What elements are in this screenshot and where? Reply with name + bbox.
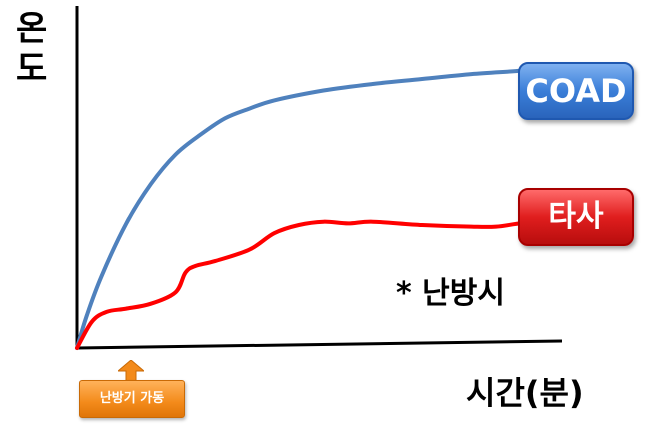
y-axis-label-char-1: 온 (16, 9, 48, 49)
chart-series-lines (75, 67, 543, 350)
series-label-other: 타사 (518, 188, 634, 246)
x-axis-line (76, 339, 563, 350)
y-axis-label-char-2: 도 (16, 49, 48, 89)
chart-axes (75, 6, 563, 350)
heater-start-marker: 난방기 가동 (79, 380, 185, 418)
chart-annotation: * 난방시 (396, 276, 505, 311)
y-axis-label: 온 도 (16, 12, 47, 86)
x-axis-label: 시간(분) (466, 374, 584, 412)
series-label-coad: COAD (518, 62, 634, 120)
series-line-0 (75, 67, 543, 350)
up-arrow-icon (118, 360, 144, 382)
series-line-1 (75, 219, 543, 350)
